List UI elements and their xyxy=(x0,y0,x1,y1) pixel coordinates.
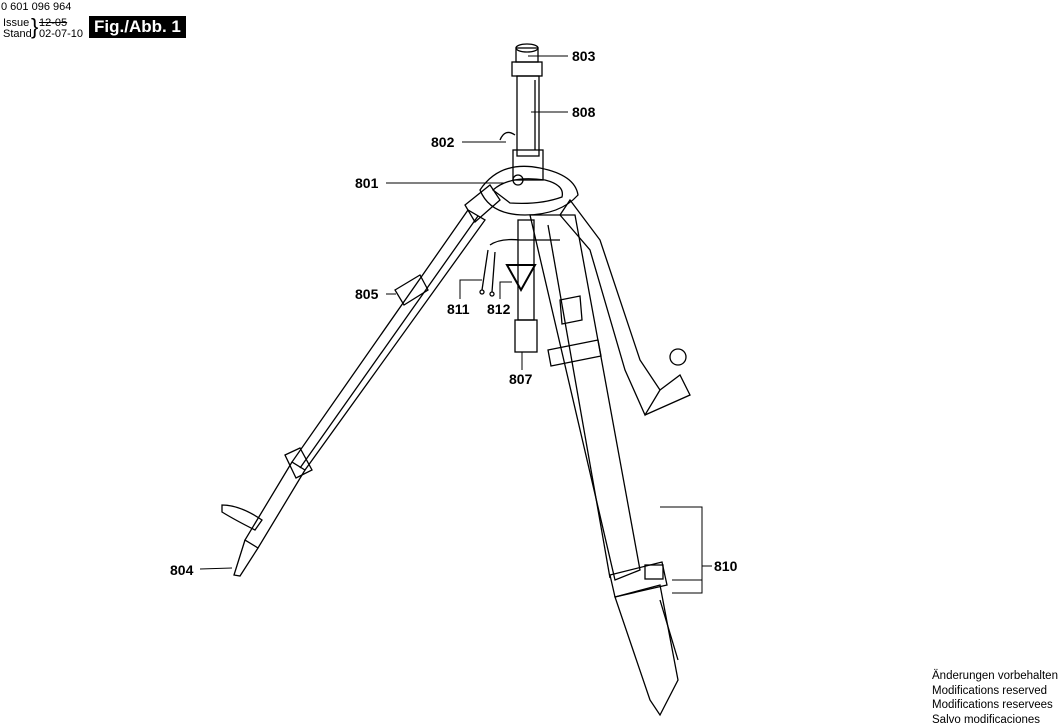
footer-line: Modifications reserved xyxy=(932,684,1058,699)
callout-802: 802 xyxy=(431,134,455,150)
rear-leg xyxy=(560,200,690,415)
leader-lines xyxy=(200,56,712,593)
left-leg xyxy=(222,210,485,576)
center-column xyxy=(507,44,543,352)
callout-811: 811 xyxy=(447,301,470,317)
callout-808: 808 xyxy=(572,104,596,120)
callout-804: 804 xyxy=(170,562,194,578)
footer-line: Änderungen vorbehalten xyxy=(932,669,1058,684)
callout-812: 812 xyxy=(487,301,511,317)
tripod-head xyxy=(465,132,578,222)
footer-line: Modifications reservees xyxy=(932,698,1058,713)
callout-807: 807 xyxy=(509,371,533,387)
callout-805: 805 xyxy=(355,286,379,302)
callout-803: 803 xyxy=(572,48,596,64)
callout-810: 810 xyxy=(714,558,738,574)
front-leg xyxy=(530,215,678,715)
footer-notice: Änderungen vorbehalten Modifications res… xyxy=(932,669,1058,727)
callout-801: 801 xyxy=(355,175,379,191)
